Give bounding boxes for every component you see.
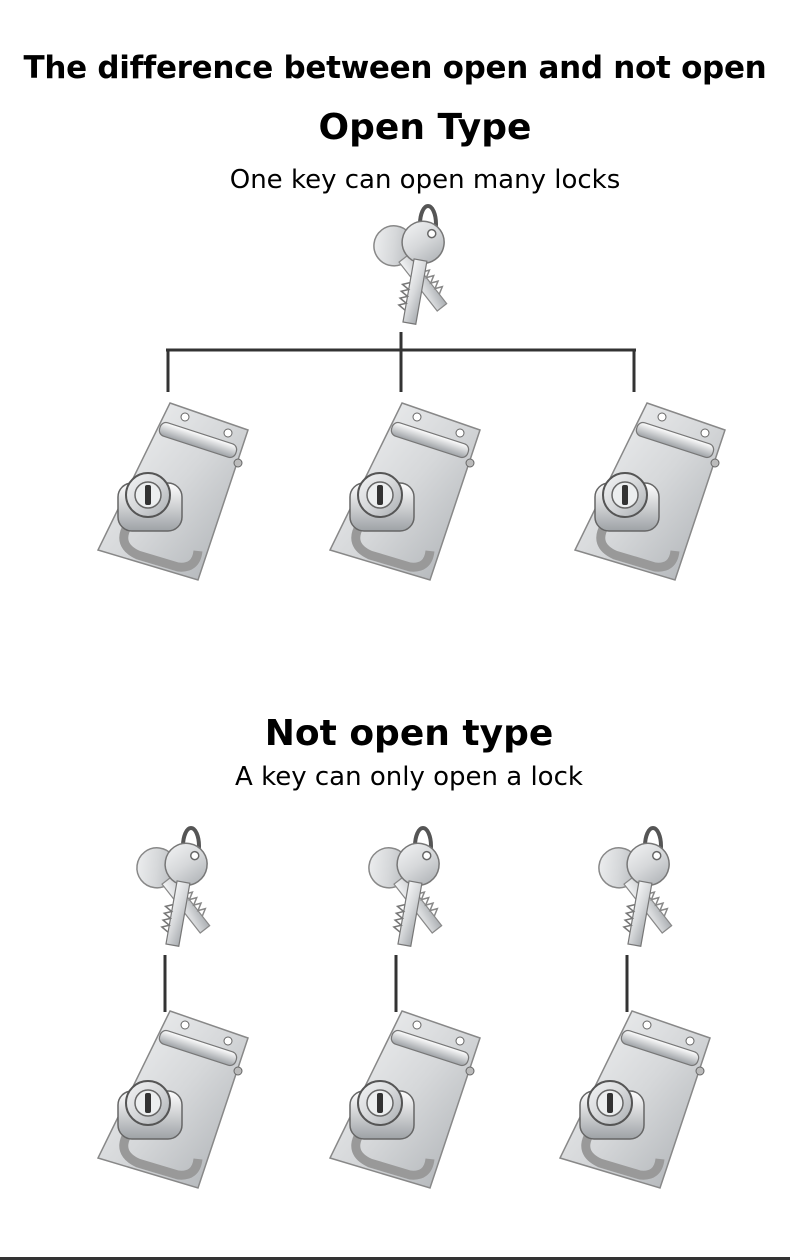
hasp-lock-icon bbox=[565, 395, 735, 585]
key-pair-icon bbox=[580, 822, 690, 962]
key-pair-icon bbox=[118, 822, 228, 962]
not-open-type-title: Not open type bbox=[264, 713, 554, 754]
hasp-lock-icon bbox=[320, 1003, 490, 1193]
open-type-title: Open Type bbox=[318, 107, 532, 148]
key-pair-icon bbox=[350, 822, 460, 962]
bottom-divider bbox=[0, 1257, 790, 1260]
not-open-type-subtitle: A key can only open a lock bbox=[235, 762, 583, 792]
open-type-subtitle: One key can open many locks bbox=[229, 165, 621, 195]
hasp-lock-icon bbox=[88, 1003, 258, 1193]
hasp-lock-icon bbox=[550, 1003, 720, 1193]
hasp-lock-icon bbox=[88, 395, 258, 585]
hasp-lock-icon bbox=[320, 395, 490, 585]
page-headline: The difference between open and not open bbox=[23, 50, 767, 86]
